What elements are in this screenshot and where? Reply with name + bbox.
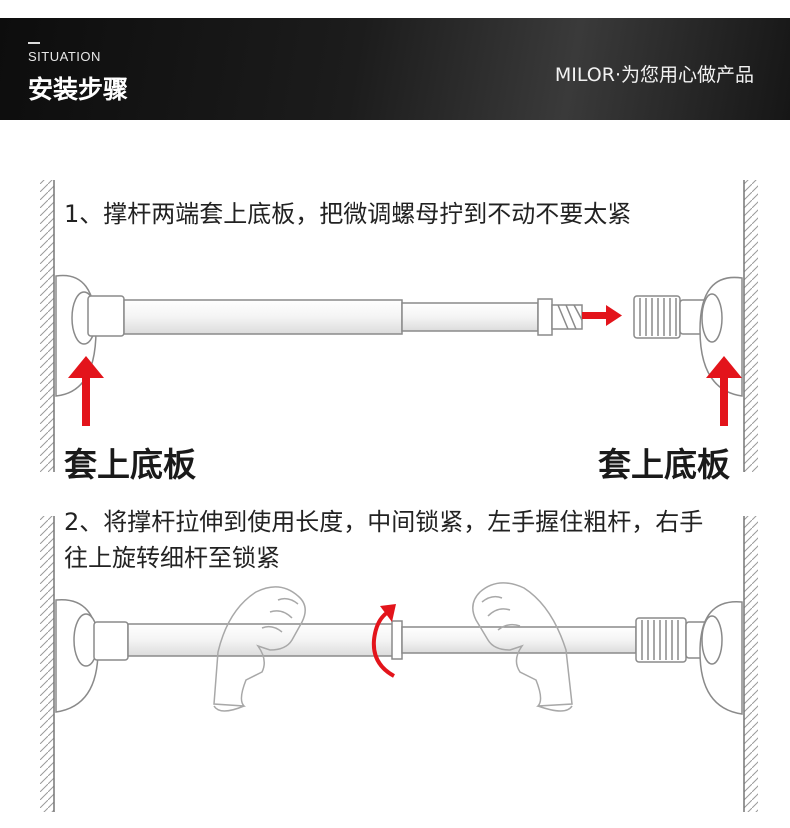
suction-plate-step2-left-icon <box>55 599 129 713</box>
right-arrow-icon <box>582 305 622 326</box>
rotate-arrow-icon <box>371 610 396 678</box>
suction-plate-step2-right-icon <box>685 601 743 715</box>
suction-plate-right-icon <box>679 276 743 397</box>
rotate-arrow-head-icon <box>380 604 396 622</box>
step-1-instruction: 1、撑杆两端套上底板，把微调螺母拧到不动不要太紧 <box>64 200 632 228</box>
lock-nut-step2-right-icon <box>635 617 687 663</box>
hand-left-outline-icon <box>213 586 306 712</box>
label-left-plate: 套上底板 <box>64 445 196 484</box>
lock-nut-right-icon <box>633 295 681 339</box>
label-right-plate: 套上底板 <box>598 445 730 484</box>
header-dash <box>28 42 40 44</box>
header-title: 安装步骤 <box>28 75 129 104</box>
hand-right-outline-icon <box>472 582 573 712</box>
header-brand: MILOR·为您用心做产品 <box>554 64 754 86</box>
tension-rod-step1-icon <box>123 298 583 336</box>
up-arrow-left-icon <box>68 356 104 426</box>
wall-right-step1-hatch-wall-icon <box>743 180 758 472</box>
wall-left-step2-hatch-wall-icon <box>40 516 55 812</box>
up-arrow-right-icon <box>706 356 742 426</box>
step-2-instruction: 2、将撑杆拉伸到使用长度，中间锁紧，左手握住粗杆，右手往上旋转细杆至锁紧 <box>64 508 704 572</box>
wall-left-step1-hatch-wall-icon <box>40 180 55 472</box>
header-banner: SITUATION 安装步骤 MILOR·为您用心做产品 <box>0 18 790 120</box>
tension-rod-step2-icon <box>127 620 637 660</box>
header-situation: SITUATION <box>28 49 101 64</box>
wall-right-step2-hatch-wall-icon <box>743 516 758 812</box>
